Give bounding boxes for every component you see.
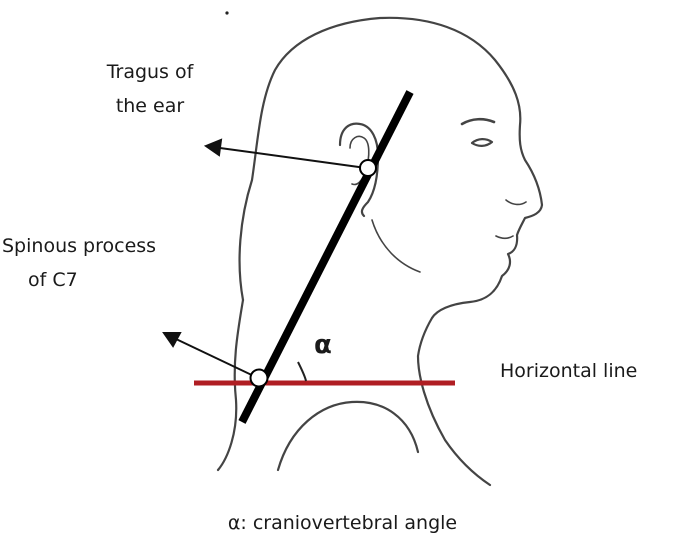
nostril: [505, 199, 527, 206]
c7-arrow-head: [162, 332, 182, 348]
ear-inner: [349, 135, 370, 186]
c7-arrow-shaft: [175, 338, 259, 379]
diagram-caption: α: craniovertebral angle: [227, 512, 458, 534]
spinous-label-line2: of C7: [28, 269, 78, 291]
head-outline: [216, 16, 544, 487]
tragus-arrow-shaft: [219, 147, 367, 169]
back-of-neck: [216, 298, 245, 472]
c7-marker: [249, 368, 269, 388]
tragus-label-line2: the ear: [115, 95, 185, 117]
tragus-c7-line: [238, 90, 414, 424]
stray-dot: [225, 11, 229, 15]
pointer-arrows: [162, 138, 367, 379]
jaw-line: [371, 219, 421, 273]
tragus-marker: [359, 159, 377, 177]
shoulder-curve: [276, 400, 420, 472]
tragus-label-line1: Tragus of: [106, 61, 194, 83]
mouth: [495, 235, 514, 240]
eyebrow: [460, 117, 496, 126]
eye: [470, 138, 494, 147]
tragus-arrow-head: [203, 138, 223, 157]
skull-and-face-profile: [238, 16, 544, 487]
tragus-label: Tragus of the ear: [70, 55, 230, 123]
angle-alpha-label: α: [314, 330, 332, 360]
spinous-label-line1: Spinous process: [2, 235, 157, 257]
angle-arc: [297, 361, 307, 382]
spinous-label: Spinous process of C7: [2, 229, 217, 297]
horizontal-line-label: Horizontal line: [500, 360, 638, 382]
